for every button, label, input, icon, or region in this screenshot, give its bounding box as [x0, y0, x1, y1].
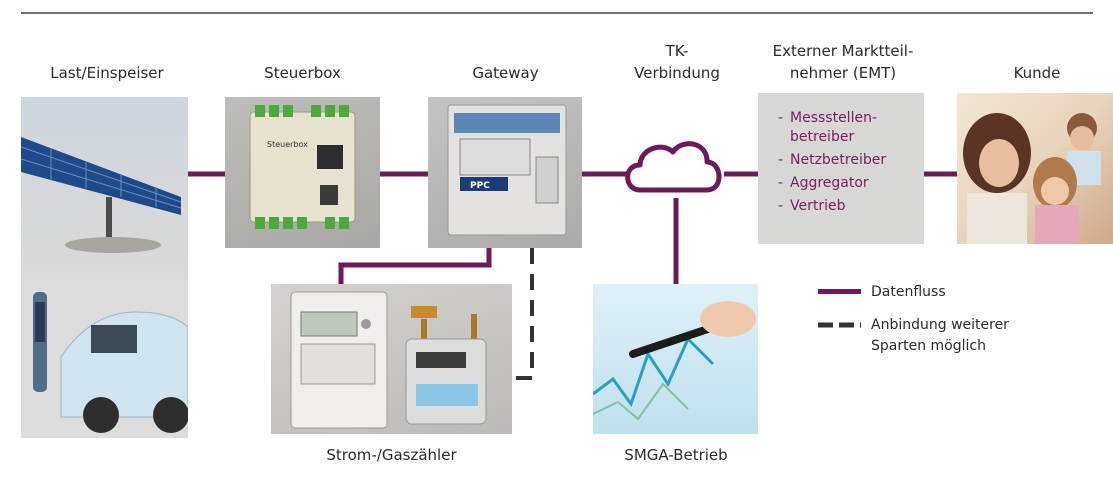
label-tk-verbindung: TK- Verbindung: [612, 41, 742, 83]
emt-item-text: Messstellen-betreiber: [790, 110, 877, 145]
solar-ecar-image: [21, 97, 188, 438]
label-last-einspeiser: Last/Einspeiser: [50, 64, 164, 82]
kunde-image: [957, 93, 1113, 244]
label-tk-line1: TK-: [665, 42, 689, 60]
gateway-brand-text: PPC: [470, 181, 490, 191]
legend-datenfluss-label: Datenfluss: [871, 284, 946, 300]
smga-image: [593, 284, 758, 434]
label-emt: Externer Marktteil- nehmer (EMT): [738, 41, 948, 83]
cloud-icon: [625, 141, 722, 193]
gateway-image: PPC: [428, 97, 582, 248]
legend-swatch-dashed: [818, 322, 861, 328]
label-emt-line2: nehmer (EMT): [789, 64, 897, 82]
label-kunde: Kunde: [1013, 64, 1061, 82]
line-gateway-meter: [338, 248, 492, 284]
emt-item-vertrieb: -Vertrieb: [778, 197, 924, 216]
label-gateway: Gateway: [472, 64, 539, 82]
steuerbox-image: Steuerbox: [225, 97, 380, 248]
emt-item-text: Netzbetreiber: [790, 152, 887, 168]
legend-anbindung: Anbindung weiterer Sparten möglich: [818, 316, 1009, 356]
label-strom-gaszaehler: Strom-/Gaszähler: [326, 446, 457, 464]
steuerbox-brand-text: Steuerbox: [267, 140, 308, 149]
label-smga-betrieb: SMGA-Betrieb: [624, 446, 728, 464]
label-emt-line1: Externer Marktteil-: [772, 42, 914, 60]
emt-item-dash: -: [778, 110, 784, 126]
emt-item-netzbetreiber: -Netzbetreiber: [778, 151, 924, 170]
legend-swatch-solid: [818, 289, 861, 294]
emt-item-text: Aggregator: [790, 175, 869, 191]
label-tk-line2: Verbindung: [634, 64, 720, 82]
legend-anbindung-label: Anbindung weiterer Sparten möglich: [871, 316, 1009, 356]
emt-item-aggregator: -Aggregator: [778, 174, 924, 193]
emt-item-dash: -: [778, 152, 784, 168]
emt-item-text: Vertrieb: [790, 198, 846, 214]
legend-datenfluss: Datenfluss: [818, 283, 946, 302]
top-divider: [21, 12, 1093, 14]
label-steuerbox: Steuerbox: [264, 64, 341, 82]
emt-item-dash: -: [778, 198, 784, 214]
emt-item-dash: -: [778, 175, 784, 191]
legend-anbindung-line2: Sparten möglich: [871, 338, 986, 354]
legend-anbindung-line1: Anbindung weiterer: [871, 317, 1009, 333]
emt-item-messstellenbetreiber: -Messstellen-betreiber: [778, 109, 924, 147]
emt-box: -Messstellen-betreiber -Netzbetreiber -A…: [758, 93, 924, 244]
emt-list: -Messstellen-betreiber -Netzbetreiber -A…: [758, 93, 924, 216]
solar-ecar-illustration: [21, 137, 188, 438]
meter-image: [271, 284, 512, 434]
